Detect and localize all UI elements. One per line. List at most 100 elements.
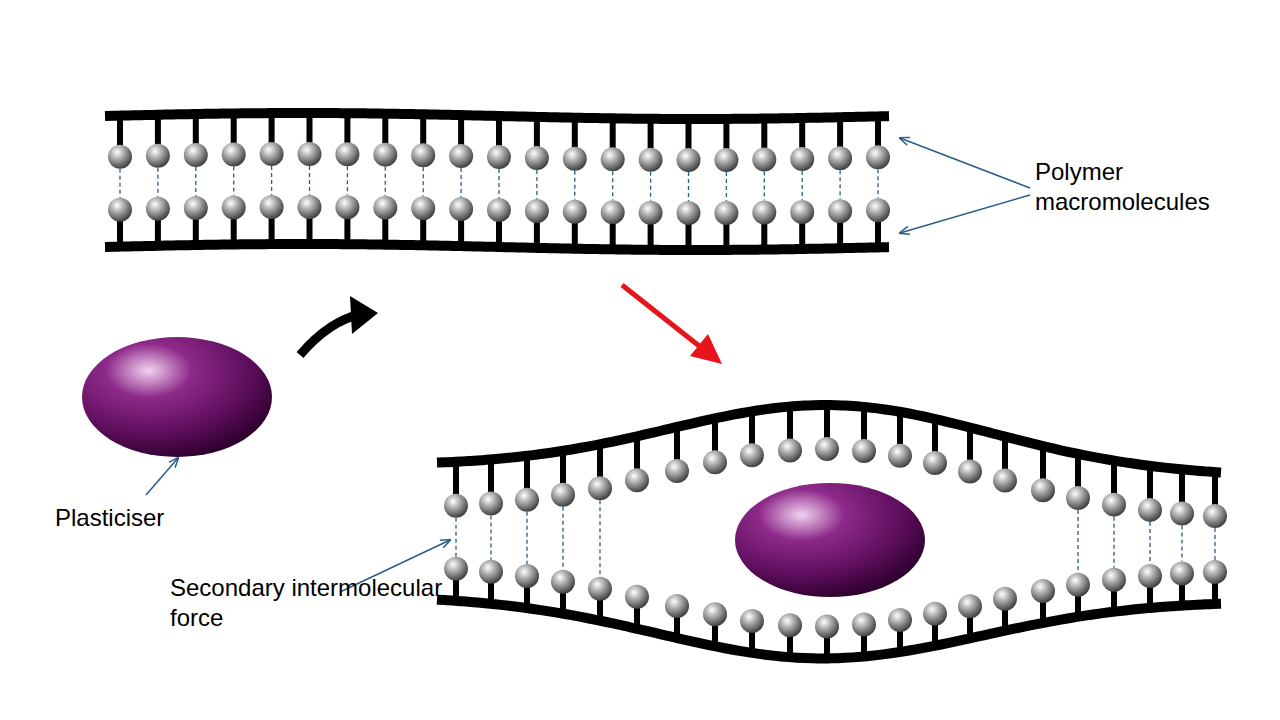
side-group-bead [677, 201, 701, 225]
side-group-bead [1203, 504, 1227, 528]
intermolecular-force-line [1181, 525, 1182, 561]
side-group-bead [665, 459, 689, 483]
side-group-bead [487, 198, 511, 222]
side-group-bead [1170, 501, 1194, 525]
side-group-bead [335, 195, 359, 219]
side-group-bead [625, 468, 649, 492]
side-group-bead [815, 437, 839, 461]
side-group-bead [184, 196, 208, 220]
side-group-bead [444, 494, 468, 518]
side-group-bead [752, 148, 776, 172]
side-group-bead [601, 200, 625, 224]
intermolecular-force-line [455, 518, 456, 557]
side-group-bead [828, 199, 852, 223]
side-group-bead [146, 144, 170, 168]
intermolecular-force-line [385, 167, 386, 196]
intermolecular-force-line [612, 171, 613, 200]
intermolecular-force-line [650, 172, 651, 201]
side-group-bead [740, 443, 764, 467]
intermolecular-force-line [599, 500, 600, 576]
side-group-bead [444, 557, 468, 581]
side-group-bead [714, 148, 738, 172]
polymer-backbone [105, 244, 889, 250]
side-group-bead [563, 200, 587, 224]
leader-line [146, 458, 178, 495]
intermolecular-force-line [764, 172, 765, 201]
intermolecular-force-line [157, 168, 158, 197]
side-group-bead [665, 594, 689, 618]
side-group-bead [184, 143, 208, 167]
intermolecular-force-line [233, 166, 234, 195]
side-group-bead [1066, 486, 1090, 510]
intermolecular-force-line [1113, 517, 1114, 568]
side-group-bead [260, 195, 284, 219]
side-group-bead [1066, 573, 1090, 597]
part-label: Plasticiser [55, 503, 255, 533]
side-group-bead [778, 613, 802, 637]
arrow-head [690, 334, 722, 364]
side-group-bead [703, 450, 727, 474]
intermolecular-force-line [726, 172, 727, 201]
polymer-backbone [105, 113, 889, 119]
side-group-bead [479, 560, 503, 584]
intermolecular-force-line [309, 166, 310, 195]
intermolecular-force-line [536, 170, 537, 199]
side-group-bead [551, 483, 575, 507]
side-group-bead [828, 146, 852, 170]
intermolecular-force-line [119, 169, 120, 198]
side-group-bead [108, 145, 132, 169]
side-group-bead [515, 564, 539, 588]
side-group-bead [487, 145, 511, 169]
intermolecular-force-line [574, 171, 575, 200]
side-group-bead [373, 196, 397, 220]
side-group-bead [888, 608, 912, 632]
side-group-bead [778, 438, 802, 462]
side-group-bead [958, 460, 982, 484]
side-group-bead [852, 439, 876, 463]
intermolecular-force-line [347, 166, 348, 195]
side-group-bead [677, 148, 701, 172]
side-group-bead [752, 201, 776, 225]
side-group-bead [298, 195, 322, 219]
side-group-bead [639, 201, 663, 225]
side-group-bead [108, 198, 132, 222]
side-group-bead [625, 585, 649, 609]
side-group-bead [923, 602, 947, 626]
leader-line [900, 195, 1030, 233]
intermolecular-force-line [1214, 528, 1215, 560]
side-group-bead [411, 143, 435, 167]
side-group-bead [1031, 579, 1055, 603]
plasticised-polymer-chains [437, 405, 1227, 658]
side-group-bead [993, 469, 1017, 493]
leader-line [900, 138, 1030, 188]
side-group-bead [888, 444, 912, 468]
intermolecular-force-line [498, 169, 499, 198]
side-group-bead [1031, 478, 1055, 502]
side-group-bead [815, 614, 839, 638]
intermolecular-force-line [802, 171, 803, 200]
side-group-bead [588, 476, 612, 500]
side-group-bead [790, 147, 814, 171]
side-group-bead [563, 147, 587, 171]
side-group-bead [993, 587, 1017, 611]
side-group-bead [146, 197, 170, 221]
polymer-chains [105, 113, 890, 250]
side-group-bead [852, 613, 876, 637]
side-group-bead [260, 142, 284, 166]
intermolecular-force-line [490, 515, 491, 559]
side-group-bead [1102, 568, 1126, 592]
part-label: Secondary intermolecular force [170, 573, 460, 633]
side-group-bead [525, 146, 549, 170]
side-group-bead [790, 200, 814, 224]
intermolecular-force-line [1077, 510, 1078, 573]
side-group-bead [525, 199, 549, 223]
side-group-bead [515, 488, 539, 512]
side-group-bead [740, 609, 764, 633]
side-group-bead [1138, 564, 1162, 588]
side-group-bead [335, 142, 359, 166]
intermolecular-force-line [271, 166, 272, 195]
polymer-backbone [437, 600, 1221, 659]
intermolecular-force-line [839, 170, 840, 199]
side-group-bead [703, 602, 727, 626]
